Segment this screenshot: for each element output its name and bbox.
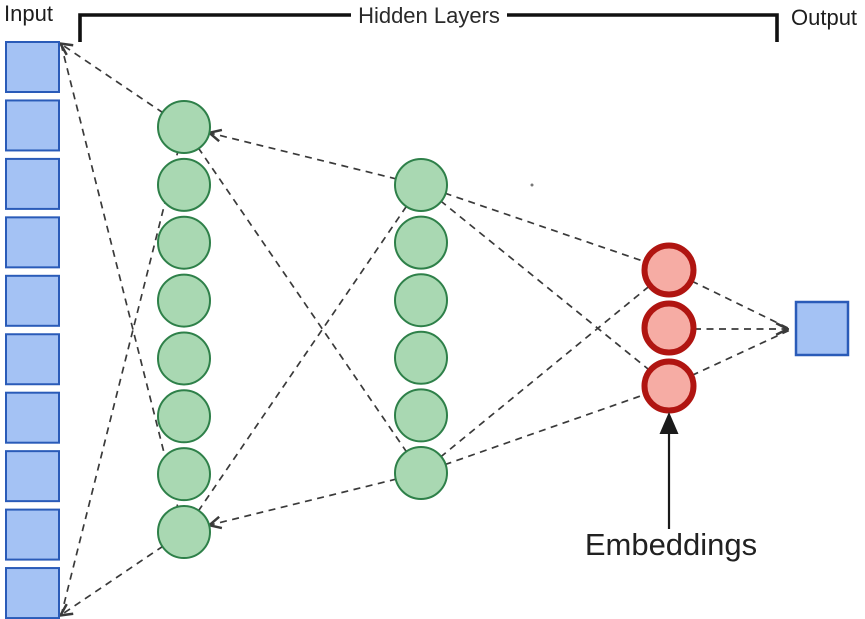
input-square (5, 333, 60, 386)
hidden-layer-1-node (157, 389, 211, 444)
hidden-layer-1-node (157, 447, 211, 502)
connection-line (60, 126, 185, 617)
connection-line (420, 184, 670, 387)
input-square (5, 508, 60, 561)
connection-line (420, 269, 670, 474)
connection-line (210, 472, 422, 525)
input-square (5, 274, 60, 327)
input-square (5, 391, 60, 444)
embeddings-label: Embeddings (584, 527, 758, 562)
input-square (5, 450, 60, 503)
network-nodes (5, 41, 850, 619)
embeddings-annotation (530, 183, 679, 529)
connection-line (183, 126, 422, 474)
output-label: Output (791, 5, 858, 30)
embedding-node (641, 300, 697, 356)
connection-line (668, 269, 791, 330)
connection-line (420, 385, 670, 474)
output-square (794, 300, 850, 357)
hidden-layer-2-node (394, 446, 448, 500)
hidden-layers-label: Hidden Layers (358, 3, 500, 28)
embedding-node (641, 242, 697, 298)
hidden-layer-2-node (394, 388, 448, 443)
bracket-path (78, 13, 779, 42)
input-square (5, 99, 60, 152)
connection-lines (60, 43, 791, 617)
hidden-layers-bracket (78, 13, 779, 42)
connection-line (668, 329, 791, 387)
embeddings-arrow-head (659, 412, 679, 434)
hidden-layer-1-node (157, 331, 211, 386)
input-square (5, 157, 60, 210)
connection-line (60, 43, 185, 533)
input-square (5, 216, 60, 269)
connection-line (210, 133, 422, 186)
input-square (5, 41, 60, 93)
hidden-layer-2-node (394, 273, 448, 328)
hidden-layer-2-node (394, 330, 448, 385)
connection-line (420, 184, 670, 271)
hidden-layer-1-node (157, 215, 211, 270)
connection-line (183, 184, 422, 533)
hidden-layer-1-node (157, 273, 211, 328)
input-square (5, 567, 60, 619)
artifact-dot (530, 183, 534, 187)
hidden-layer-1-node (157, 100, 211, 154)
hidden-layer-1-node (157, 157, 211, 212)
hidden-layer-2-node (394, 215, 448, 270)
input-label: Input (4, 1, 53, 26)
hidden-layer-2-node (394, 158, 448, 212)
hidden-layer-1-node (157, 505, 211, 560)
embedding-node (641, 358, 697, 414)
